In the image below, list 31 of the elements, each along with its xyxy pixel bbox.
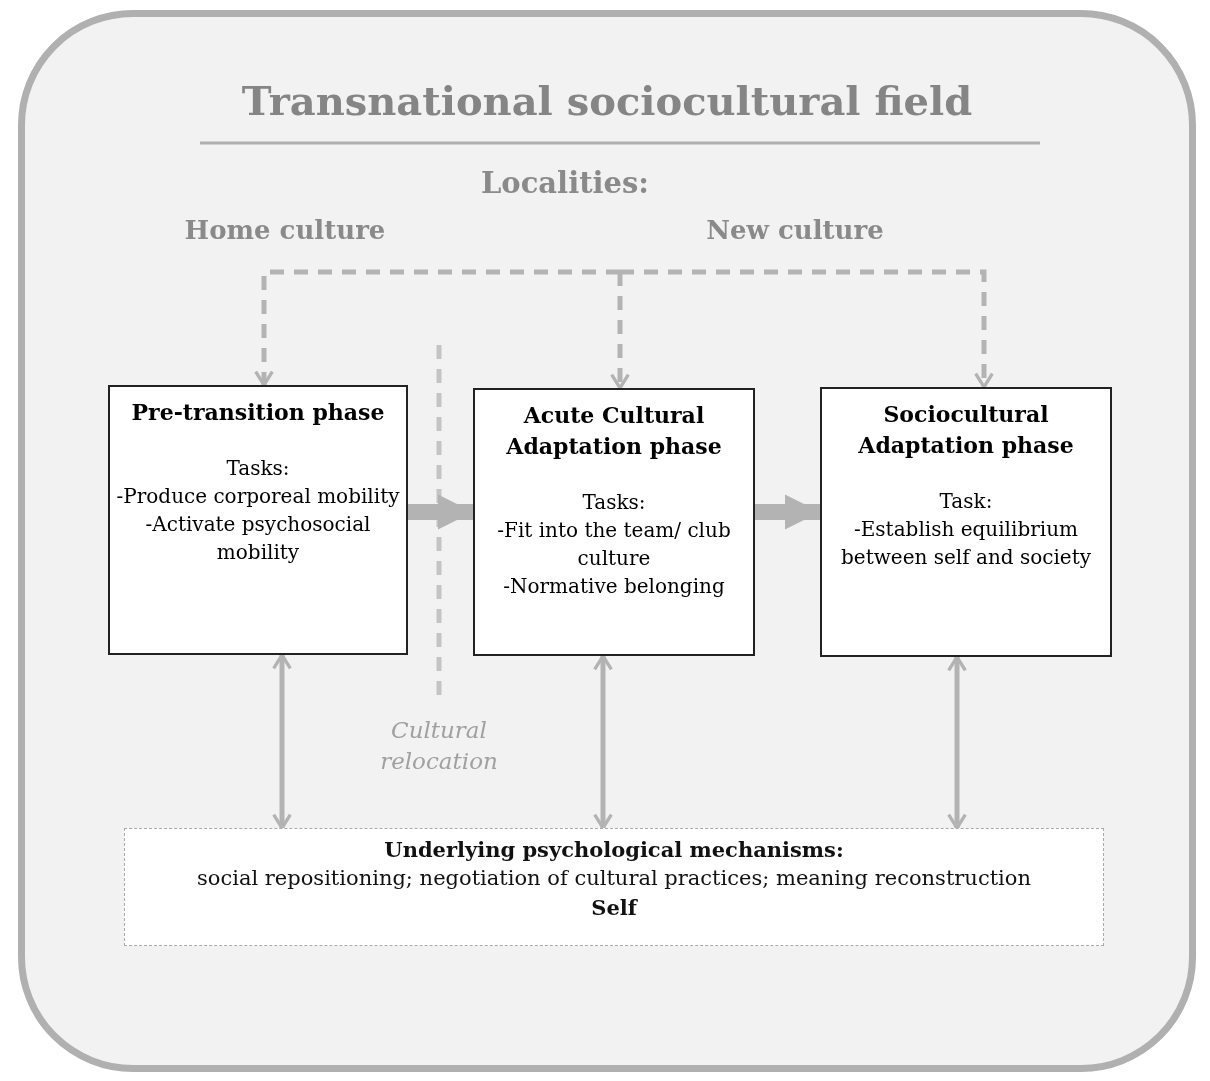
task-text: -Normative belonging <box>502 573 726 600</box>
phase-heading: Acute Cultural Adaptation phase <box>505 401 723 461</box>
relocation-label: Cultural relocation <box>379 716 499 776</box>
mechanisms-heading: Underlying psychological mechanisms: <box>383 836 845 864</box>
phase-heading: Sociocultural Adaptation phase <box>857 400 1075 460</box>
double-arrow <box>593 654 613 830</box>
dashed-arrow <box>254 269 620 387</box>
phase-box <box>473 388 755 656</box>
task-text: -Establish equilibrium between self and society <box>840 516 1092 571</box>
phase-box <box>108 385 408 655</box>
double-arrow <box>947 655 967 830</box>
tasks-heading: Tasks: <box>225 455 291 482</box>
tasks-heading: Task: <box>938 488 994 515</box>
field-title: Transnational sociocultural field <box>240 77 974 124</box>
task-text: -Activate psychosocial mobility <box>144 511 372 566</box>
mechanisms-box <box>124 828 1104 946</box>
localities-label: Localities: <box>479 168 651 199</box>
task-text: -Fit into the team/ club culture <box>496 517 732 572</box>
phase-heading: Pre-transition phase <box>130 398 386 427</box>
task-text: -Produce corporeal mobility <box>116 483 400 510</box>
mechanisms-heading: Self <box>590 894 639 922</box>
field-band <box>18 10 1196 1072</box>
new-culture-label: New culture <box>705 215 885 246</box>
tasks-heading: Tasks: <box>581 489 647 516</box>
mechanisms-text: social repositioning; negotiation of cultural practices; meaning reconstruction <box>196 865 1032 892</box>
block-arrow <box>755 494 820 530</box>
home-culture-label: Home culture <box>183 215 387 246</box>
block-arrow <box>408 494 473 530</box>
phase-box <box>820 387 1112 657</box>
double-arrow <box>272 653 292 830</box>
dashed-arrow <box>620 269 994 389</box>
